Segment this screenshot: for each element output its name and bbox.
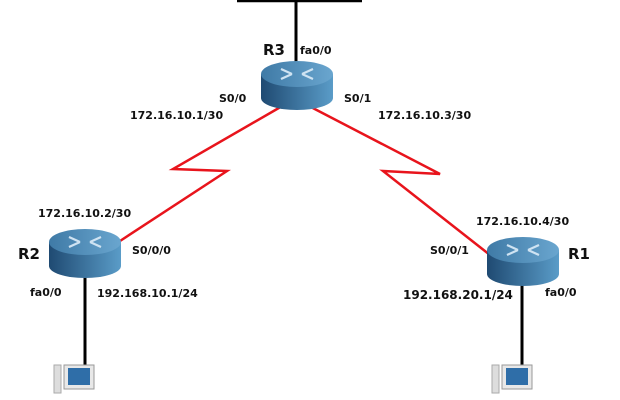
router-r2-name: R2 (18, 245, 40, 263)
r3-fa-interface: fa0/0 (300, 44, 332, 57)
r1-serial-ip: 172.16.10.4/30 (476, 215, 570, 228)
router-r2-icon (47, 227, 123, 280)
router-r3-name: R3 (263, 41, 285, 59)
r1-fa-interface: fa0/0 (545, 286, 577, 299)
r1-lan-ip: 192.168.20.1/24 (403, 288, 513, 302)
r2-serial-ip: 172.16.10.2/30 (38, 207, 132, 220)
router-r1-name: R1 (568, 245, 590, 263)
serial-link-r3-r1 (306, 103, 491, 256)
r2-fa-interface: fa0/0 (30, 286, 62, 299)
r3-s00-ip: 172.16.10.1/30 (130, 109, 224, 122)
pc-left-icon (53, 364, 95, 394)
serial-link-r3-r2 (119, 103, 285, 243)
r3-s01-interface: S0/1 (344, 92, 372, 105)
r3-s01-ip: 172.16.10.3/30 (378, 109, 472, 122)
pc-right-icon (491, 364, 533, 394)
router-r3-icon (259, 59, 335, 112)
r2-lan-ip: 192.168.10.1/24 (97, 287, 198, 300)
r2-serial-interface: S0/0/0 (132, 244, 171, 257)
router-r1-icon (485, 235, 561, 288)
r1-serial-interface: S0/0/1 (430, 244, 469, 257)
r3-s00-interface: S0/0 (219, 92, 247, 105)
